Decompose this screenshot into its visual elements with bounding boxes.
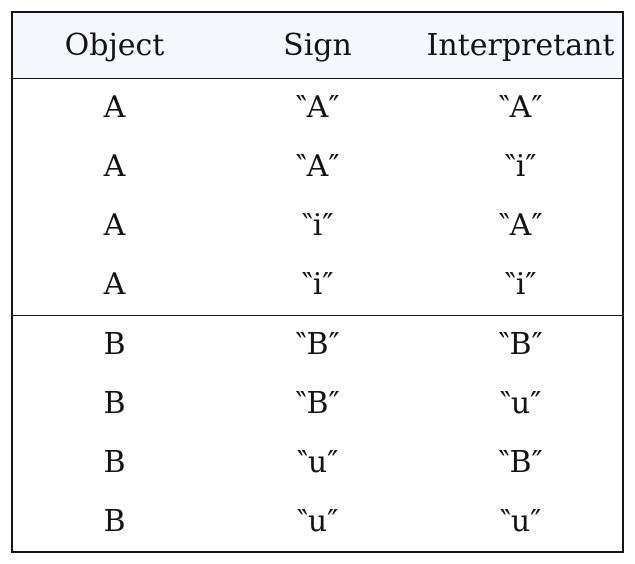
cell-interpretant: ‶i″ (504, 149, 537, 185)
cell-sign: ‶u″ (296, 503, 339, 539)
cell-interpretant: ‶u″ (499, 503, 542, 539)
table-row: A ‶A″ ‶i″ (13, 138, 622, 197)
cell-interpretant: ‶i″ (504, 267, 537, 303)
table-row: A ‶i″ ‶i″ (13, 256, 622, 315)
cell-interpretant: ‶B″ (498, 326, 543, 362)
column-header-sign: Sign (283, 27, 352, 63)
cell-object: A (103, 90, 126, 126)
table-header-row: Object Sign Interpretant (13, 13, 622, 79)
cell-sign: ‶i″ (301, 267, 334, 303)
cell-sign: ‶B″ (295, 385, 340, 421)
cell-sign: ‶i″ (301, 208, 334, 244)
cell-object: A (103, 267, 126, 303)
table-row: B ‶B″ ‶B″ (13, 316, 622, 375)
table-row: B ‶u″ ‶B″ (13, 433, 622, 492)
table-body: A ‶A″ ‶A″ A ‶A″ ‶i″ A ‶i″ ‶A″ A ‶i″ ‶i″ B ‶B″ ‶B″ B ‶B″ ‶… (13, 79, 622, 551)
cell-sign: ‶A″ (295, 90, 340, 126)
table-row: A ‶A″ ‶A″ (13, 79, 622, 138)
row-group: B ‶B″ ‶B″ B ‶B″ ‶u″ B ‶u″ ‶B″ B ‶u″ ‶u″ (13, 314, 622, 552)
cell-object: B (103, 326, 126, 362)
cell-sign: ‶B″ (295, 326, 340, 362)
column-header-interpretant: Interpretant (426, 27, 615, 63)
cell-interpretant: ‶A″ (498, 90, 543, 126)
cell-interpretant: ‶A″ (498, 208, 543, 244)
cell-object: A (103, 208, 126, 244)
cell-object: A (103, 149, 126, 185)
row-group: A ‶A″ ‶A″ A ‶A″ ‶i″ A ‶i″ ‶A″ A ‶i″ ‶i″ (13, 79, 622, 315)
cell-object: B (103, 503, 126, 539)
cell-interpretant: ‶B″ (498, 444, 543, 480)
cell-object: B (103, 444, 126, 480)
cell-sign: ‶u″ (296, 444, 339, 480)
semiotics-table: Object Sign Interpretant A‶A″‶A″A‶A″‶i″A… (11, 11, 624, 553)
column-header-object: Object (64, 27, 165, 63)
cell-object: B (103, 385, 126, 421)
cell-sign: ‶A″ (295, 149, 340, 185)
table-row: B ‶u″ ‶u″ (13, 492, 622, 551)
table-row: A ‶i″ ‶A″ (13, 197, 622, 256)
cell-interpretant: ‶u″ (499, 385, 542, 421)
table-row: B ‶B″ ‶u″ (13, 374, 622, 433)
